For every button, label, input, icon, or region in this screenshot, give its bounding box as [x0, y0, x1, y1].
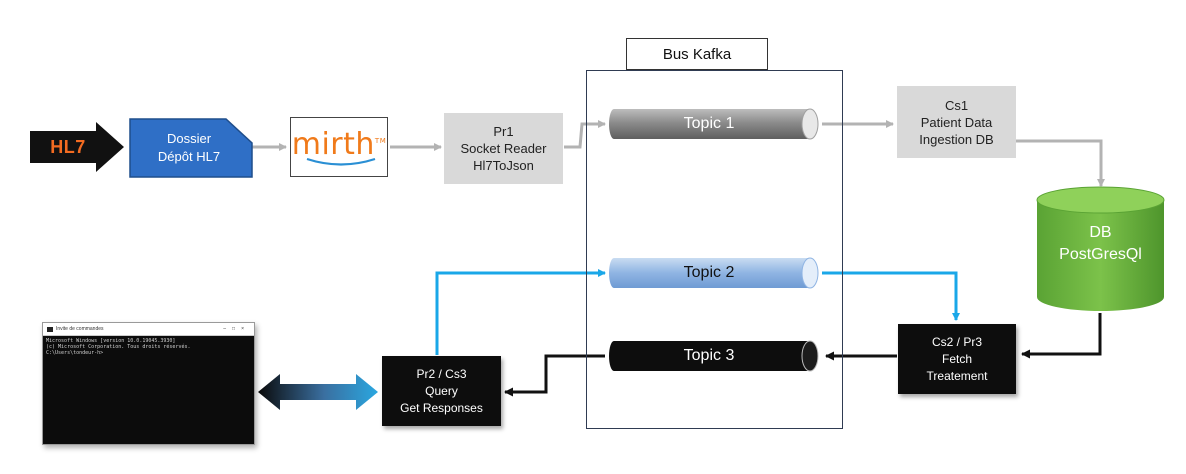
- pr2-line2: Query: [425, 383, 458, 398]
- topic-2: Topic 2: [608, 257, 824, 289]
- cmd-output: Microsoft Windows [version 10.0.19045.39…: [43, 336, 254, 358]
- hl7-arrow-icon: [30, 122, 124, 172]
- topic-3: Topic 3: [608, 340, 824, 372]
- cmd-window-controls: –□×: [223, 326, 250, 332]
- cmd-titlebar: Invite de commandes –□×: [43, 323, 254, 336]
- hl7-badge: HL7: [38, 136, 98, 158]
- pr1-socket-reader: Pr1 Socket Reader Hl7ToJson: [444, 113, 563, 184]
- db-label: DB PostGresQl: [1035, 222, 1166, 266]
- arrow-cs1-to-db: [1016, 139, 1105, 187]
- mirth-trademark: TM: [374, 136, 387, 145]
- topic-2-label: Topic 2: [683, 264, 735, 281]
- db-postgresql: DB PostGresQl: [1035, 186, 1166, 313]
- arrow-pr1-to-topic1: [564, 120, 606, 149]
- cs2-line3: Treatement: [926, 368, 988, 383]
- cs2-line2: Fetch: [941, 351, 972, 366]
- cmd-line: (c) Microsoft Corporation. Tous droits r…: [46, 344, 191, 350]
- topic-3-cylinder: [609, 340, 819, 372]
- command-prompt-window: Invite de commandes –□× Microsoft Window…: [42, 322, 255, 445]
- db-line1: DB: [1089, 224, 1112, 241]
- db-cylinder-icon: [1036, 186, 1165, 311]
- cmd-terminal-icon: [47, 326, 53, 332]
- cs1-line2: Patient Data: [920, 114, 993, 130]
- topic-1-label: Topic 1: [683, 115, 735, 132]
- db-line2: PostGresQl: [1059, 246, 1142, 263]
- bus-kafka-label: Bus Kafka: [662, 45, 732, 63]
- cmd-title: Invite de commandes: [56, 326, 104, 332]
- hl7-badge-label: HL7: [50, 136, 86, 157]
- arrow-db-to-cs2: [1021, 313, 1102, 359]
- mirth-logo-box: mirthTM: [290, 117, 388, 177]
- cs1-patient-data-ingestion: Cs1 Patient Data Ingestion DB: [897, 86, 1016, 158]
- cs2-pr3-fetch-treatement: Cs2 / Pr3 Fetch Treatement: [898, 324, 1016, 394]
- pr1-line2: Socket Reader: [460, 141, 547, 156]
- pr2-line3: Get Responses: [400, 400, 483, 415]
- bus-kafka-frame: [586, 70, 843, 429]
- pr2-line1: Pr2 / Cs3: [416, 366, 467, 381]
- pr2-cs3-query-get-responses: Pr2 / Cs3 Query Get Responses: [382, 356, 501, 426]
- mirth-swoosh-icon: [306, 157, 376, 166]
- cs2-line1: Cs2 / Pr3: [931, 334, 982, 349]
- dossier-shape: [129, 118, 253, 178]
- bus-kafka-title: Bus Kafka: [626, 38, 768, 70]
- cs1-line1: Cs1: [944, 97, 969, 113]
- topic-3-label: Topic 3: [683, 347, 735, 364]
- topic-2-cylinder: [609, 257, 819, 289]
- topic-1-cylinder: [609, 108, 819, 140]
- pr1-line1: Pr1: [493, 124, 514, 139]
- mirth-logo-text: mirth: [291, 126, 375, 162]
- arrow-topic3-to-pr2: [504, 354, 605, 397]
- topic-1: Topic 1: [608, 108, 824, 140]
- dossier-line1: Dossier: [166, 131, 212, 146]
- pr1-line3: Hl7ToJson: [473, 158, 534, 173]
- cmd-line: Microsoft Windows [version 10.0.19045.39…: [46, 338, 176, 344]
- cmd-line: C:\Users\tondeur-h>: [46, 350, 104, 356]
- dossier-depot-hl7: Dossier Dépôt HL7: [128, 117, 250, 179]
- dossier-line2: Dépôt HL7: [157, 149, 221, 164]
- arrow-topic2-to-cs2: [822, 271, 960, 321]
- double-arrow-icon: [258, 374, 378, 410]
- mirth-logo: mirthTM: [292, 127, 387, 162]
- cs1-line3: Ingestion DB: [919, 131, 994, 147]
- arrow-pr2-to-topic2: [435, 269, 606, 355]
